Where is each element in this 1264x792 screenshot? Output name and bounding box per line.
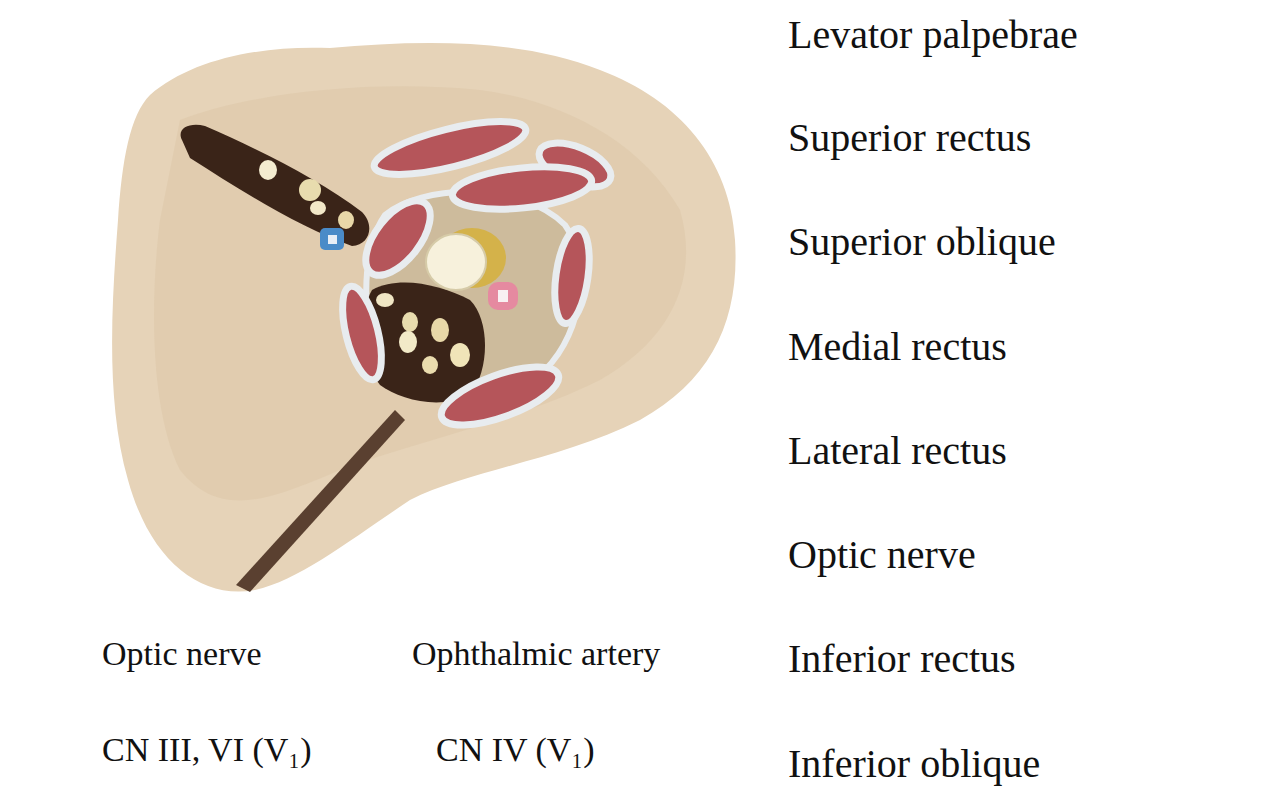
part-label: Levator palpebrae — [788, 15, 1078, 55]
part-label: Medial rectus — [788, 327, 1007, 367]
part-label: Superior rectus — [788, 118, 1031, 158]
part-label: Ophthalmic artery — [412, 637, 660, 671]
part-label: Optic nerve — [102, 637, 262, 671]
part-label: CN IV (V₁) — [436, 733, 595, 767]
part-label: Lateral rectus — [788, 431, 1007, 471]
part-label: Inferior rectus — [788, 639, 1016, 679]
part-label: Optic nerve — [788, 535, 976, 575]
part-label: Superior oblique — [788, 222, 1056, 262]
part-label: Inferior oblique — [788, 744, 1040, 784]
part-label: CN III, VI (V₁) — [102, 733, 312, 767]
